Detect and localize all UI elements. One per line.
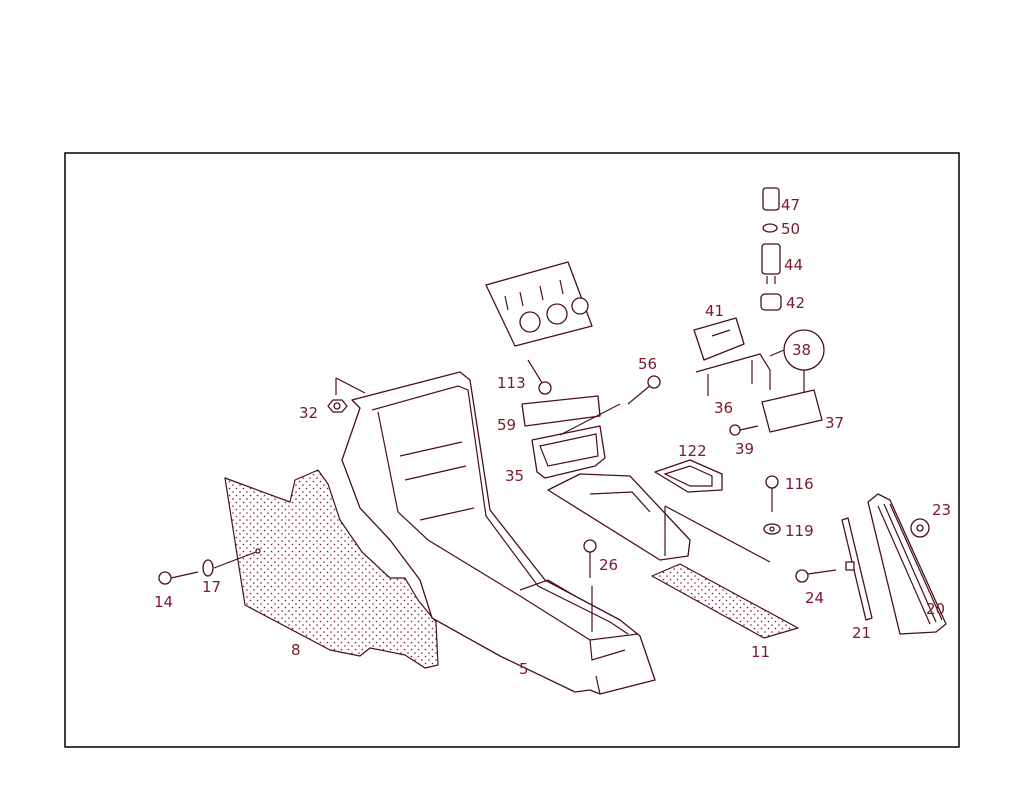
label-122: 122 [678,442,707,460]
label-20: 20 [926,600,945,618]
part-14-screw [158,571,199,585]
part-8-side-panel [224,469,439,669]
label-39: 39 [735,440,754,458]
label-8: 8 [291,641,301,659]
part-23-grommet [910,518,930,538]
label-47: 47 [781,196,800,214]
label-119: 119 [785,522,814,540]
part-32-nut [327,377,366,413]
label-42: 42 [786,294,805,312]
label-36: 36 [714,399,733,417]
part-24-screw [795,569,837,583]
label-5: 5 [519,660,529,678]
label-37: 37 [825,414,844,432]
label-17: 17 [202,578,221,596]
label-35: 35 [505,467,524,485]
label-59: 59 [497,416,516,434]
label-44: 44 [784,256,803,274]
part-26-screw [583,539,597,632]
part-113-gauge-panel [485,261,593,395]
part-116-screw [765,475,779,512]
part-44-switch [761,243,781,284]
label-116: 116 [785,475,814,493]
label-41: 41 [705,302,724,320]
part-50-ring [762,223,778,233]
part-42-bushing [760,293,782,311]
part-37-panel [761,389,823,433]
part-17-washer [202,548,261,577]
label-56: 56 [638,355,657,373]
part-5-center-console [341,371,656,695]
part-56-screw [627,375,661,405]
part-21-strip [841,517,873,621]
label-113: 113 [497,374,526,392]
diagram-frame [64,152,960,748]
part-20-pedal [867,493,947,635]
label-24: 24 [805,589,824,607]
part-122-gasket [654,459,723,493]
part-39-screw [729,424,759,436]
part-36-frame [695,353,771,396]
part-59-cover [521,395,601,427]
shift-plate [547,473,771,563]
part-38-detail-circle [769,329,825,392]
part-11-mat [651,563,799,639]
part-35-tray [531,403,621,479]
label-11: 11 [751,643,770,661]
label-23: 23 [932,501,951,519]
label-26: 26 [599,556,618,574]
label-21: 21 [852,624,871,642]
label-38: 38 [792,341,811,359]
label-32: 32 [299,404,318,422]
part-41-bezel [693,317,745,361]
label-14: 14 [154,593,173,611]
part-119-nut [763,523,781,535]
part-47-switch [762,187,780,211]
label-50: 50 [781,220,800,238]
